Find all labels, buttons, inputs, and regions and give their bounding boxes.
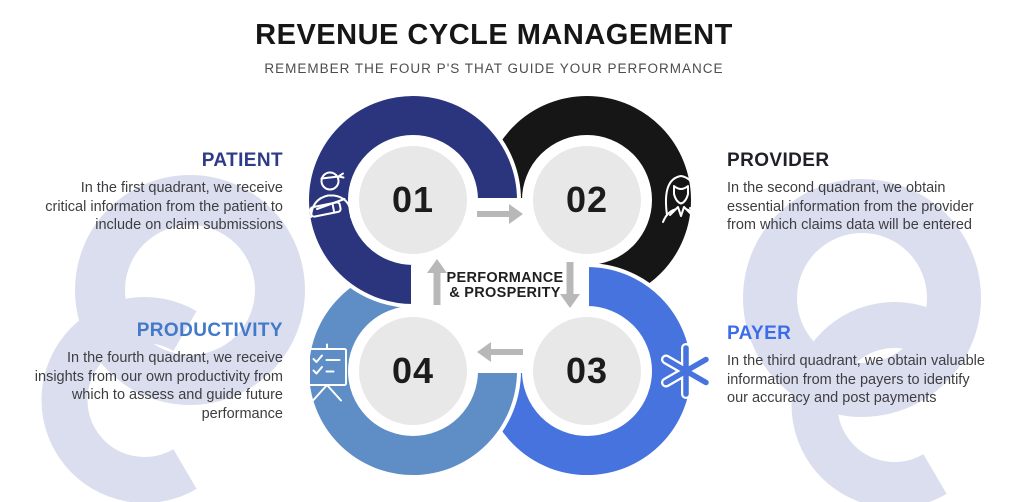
quadrant-heading-payer: PAYER xyxy=(727,323,792,344)
quadrant-heading-provider: PROVIDER xyxy=(727,150,830,171)
logo-watermark-ring xyxy=(75,175,305,405)
number-circle-01: 01 xyxy=(350,137,476,263)
step-number-04: 04 xyxy=(392,350,434,391)
arrow-right-icon xyxy=(477,204,523,224)
number-circle-03: 03 xyxy=(524,308,650,434)
productivity-icon xyxy=(308,343,347,402)
logo-watermark-arc xyxy=(791,302,947,502)
page-title: REVENUE CYCLE MANAGEMENT xyxy=(255,19,733,51)
provider-icon xyxy=(662,175,700,224)
arrow-up-icon xyxy=(427,259,447,305)
center-label: PERFORMANCE & PROSPERITY xyxy=(447,270,564,301)
quadrant-text-payer: PAYER In the third quadrant, we obtain v… xyxy=(727,323,985,408)
step-number-03: 03 xyxy=(566,350,608,391)
arrow-left-icon xyxy=(477,342,523,362)
logo-watermark-arc xyxy=(41,297,197,502)
quadrant-text-provider: PROVIDER In the second quadrant, we obta… xyxy=(727,150,985,235)
quadrant-description-payer: In the third quadrant, we obtain valuabl… xyxy=(727,353,985,406)
center-label-line1: PERFORMANCE xyxy=(447,270,564,286)
background-watermark-right xyxy=(743,179,981,502)
center-label-line2: & PROSPERITY xyxy=(449,285,561,301)
number-circle-02: 02 xyxy=(524,137,650,263)
quadrant-description-productivity: In the fourth quadrant, we receive insig… xyxy=(34,350,283,422)
step-number-02: 02 xyxy=(566,179,608,220)
page-subtitle: REMEMBER THE FOUR P'S THAT GUIDE YOUR PE… xyxy=(264,60,724,76)
number-circle-04: 04 xyxy=(350,308,476,434)
arrow-down-icon xyxy=(560,262,580,308)
quadrant-heading-productivity: PRODUCTIVITY xyxy=(136,320,283,341)
payer-icon xyxy=(661,343,711,399)
quadrant-description-provider: In the second quadrant, we obtain essent… xyxy=(727,180,974,233)
quadrant-text-patient: PATIENT In the first quadrant, we receiv… xyxy=(38,150,283,235)
quadrant-heading-patient: PATIENT xyxy=(201,150,283,171)
quadrant-text-productivity: PRODUCTIVITY In the fourth quadrant, we … xyxy=(31,320,283,423)
header: REVENUE CYCLE MANAGEMENT REMEMBER THE FO… xyxy=(0,19,988,76)
patient-icon xyxy=(309,171,352,218)
step-number-01: 01 xyxy=(392,179,434,220)
background-watermark-left xyxy=(41,175,305,502)
logo-watermark-ring xyxy=(743,179,981,417)
quadrant-description-patient: In the first quadrant, we receive critic… xyxy=(45,180,283,233)
